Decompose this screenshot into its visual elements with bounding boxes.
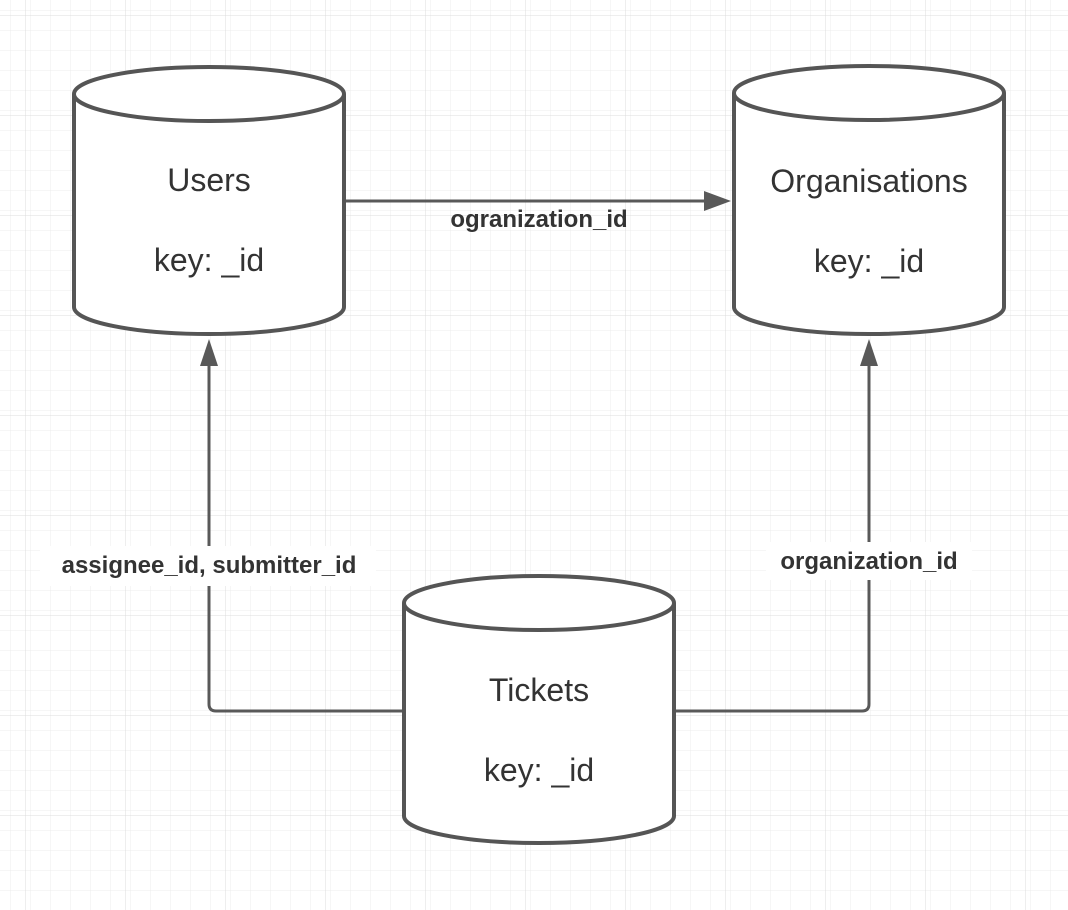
arrow-up-icon xyxy=(200,339,218,366)
edge-label-tickets-to-users: assignee_id, submitter_id xyxy=(62,552,357,579)
cylinder-top xyxy=(72,65,346,123)
edge-label-background xyxy=(766,542,972,580)
edge-label-users-to-organisations: ogranization_id xyxy=(450,206,627,233)
database-key: key: _id xyxy=(154,242,264,278)
edge-label-background xyxy=(40,546,376,586)
cylinder-top xyxy=(402,574,676,632)
database-tickets[interactable]: Tickets key: _id xyxy=(402,574,676,845)
arrow-up-icon xyxy=(860,339,878,366)
edge-users-to-organisations[interactable]: ogranization_id xyxy=(345,191,731,233)
edge-line xyxy=(675,364,871,713)
edge-tickets-to-users[interactable]: assignee_id, submitter_id xyxy=(40,339,403,713)
cylinder-top xyxy=(732,64,1006,122)
database-title: Tickets xyxy=(489,672,589,708)
database-title: Users xyxy=(167,162,251,198)
edge-label-tickets-to-organisations: organization_id xyxy=(780,548,957,575)
database-users[interactable]: Users key: _id xyxy=(72,65,346,336)
arrow-right-icon xyxy=(704,191,731,211)
database-title: Organisations xyxy=(770,163,967,199)
cylinder-body xyxy=(732,93,1006,336)
database-key: key: _id xyxy=(814,243,924,279)
edge-tickets-to-organisations[interactable]: organization_id xyxy=(675,339,972,713)
edge-line xyxy=(207,364,403,713)
database-key: key: _id xyxy=(484,752,594,788)
database-organisations[interactable]: Organisations key: _id xyxy=(732,64,1006,336)
cylinder-body xyxy=(72,94,346,336)
cylinder-body xyxy=(402,603,676,845)
